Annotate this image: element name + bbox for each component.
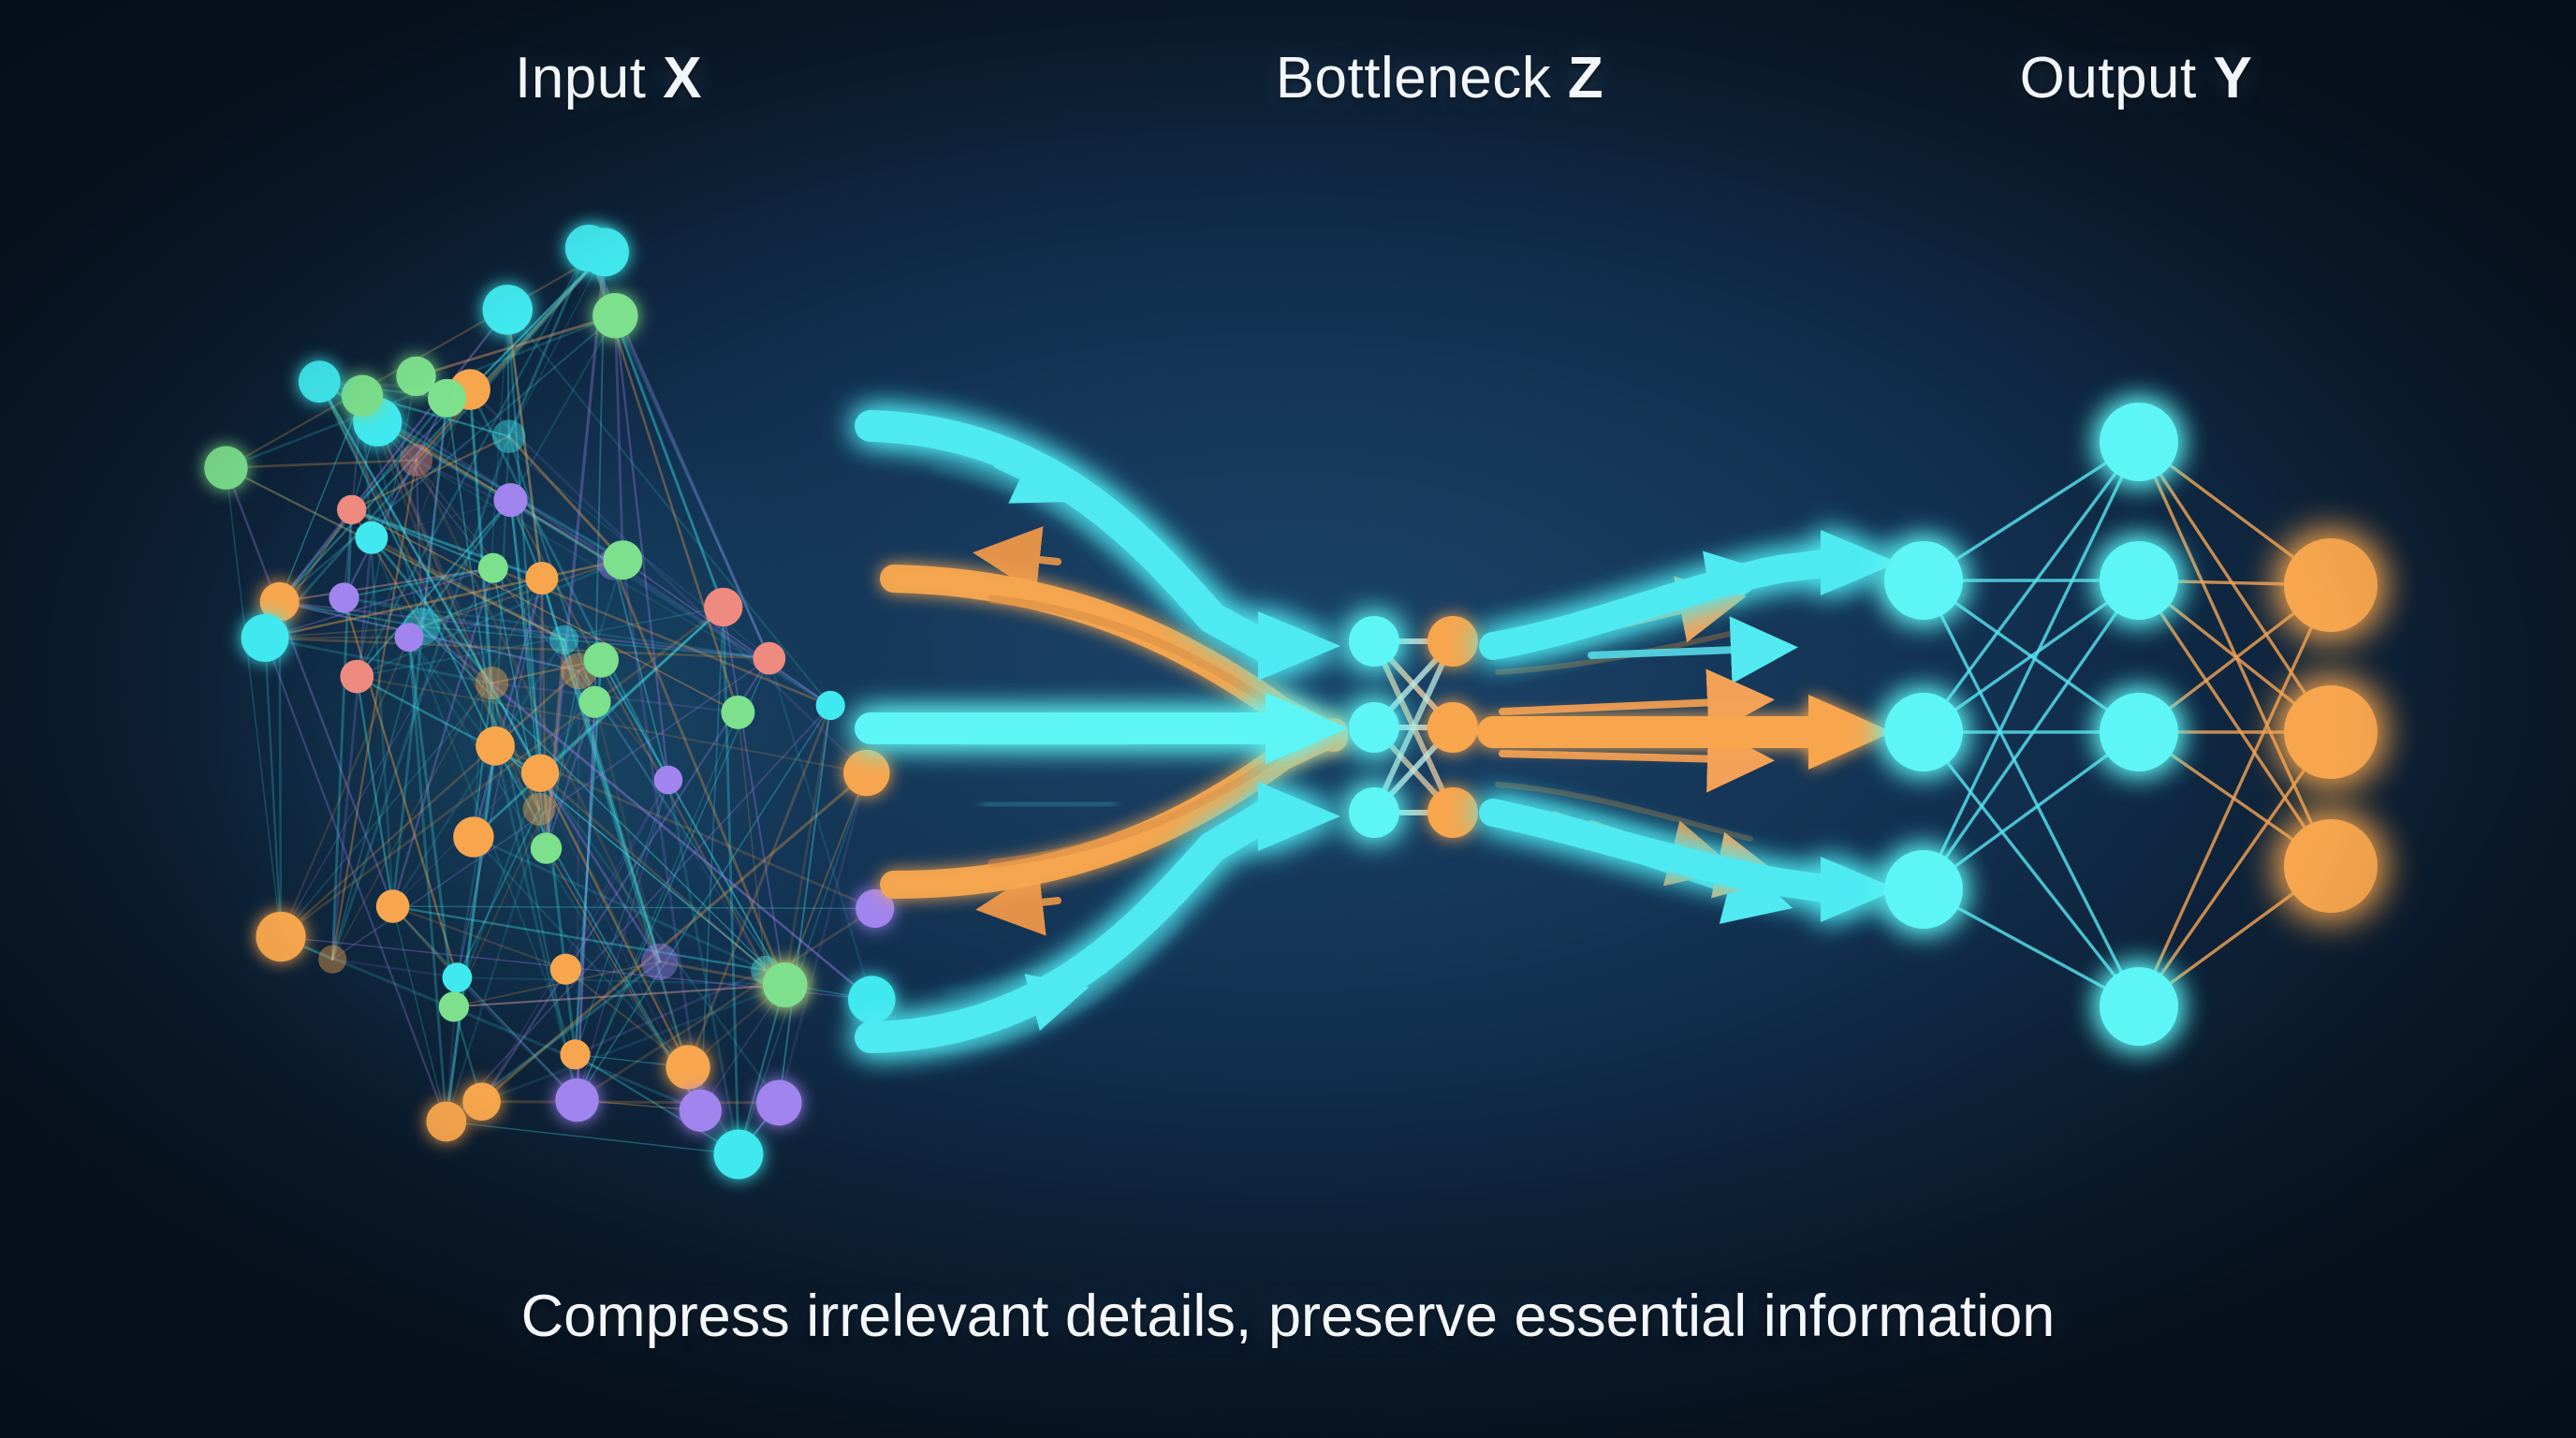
input-cloud-node	[477, 552, 508, 583]
flows-out-of-bottleneck	[1477, 530, 1898, 924]
cyan-out-arrow-top	[1479, 530, 1898, 660]
input-cloud-node	[204, 446, 248, 490]
output-node-cyan-layer1	[1884, 850, 1963, 929]
input-cloud-node	[241, 613, 289, 662]
input-cloud-node	[476, 726, 515, 766]
output-network-edge	[1922, 579, 2141, 1008]
input-cloud-node	[843, 749, 890, 797]
output-label-prefix: Output	[2019, 46, 2214, 110]
input-cloud-node	[756, 1079, 802, 1126]
output-node-cyan-layer2	[2100, 693, 2178, 771]
output-node-cyan-layer1	[1884, 693, 1963, 771]
output-network-edge	[2137, 440, 2333, 868]
input-label: Input X	[515, 45, 702, 111]
bottleneck-node-orange	[1427, 787, 1478, 838]
input-cloud-node	[578, 685, 611, 718]
input-cloud-node	[721, 695, 755, 729]
input-cloud-node	[522, 792, 556, 826]
input-label-symbol: X	[663, 46, 702, 110]
output-node-cyan-layer2	[2100, 541, 2178, 620]
input-cloud-node	[753, 641, 786, 675]
output-network-edge	[1922, 440, 2141, 891]
output-node-orange-layer3	[2284, 685, 2378, 779]
input-cloud-node	[375, 889, 410, 923]
input-label-prefix: Input	[515, 46, 664, 110]
input-cloud-node	[442, 962, 473, 993]
output-network-edge	[1922, 730, 2141, 891]
output-label-symbol: Y	[2213, 46, 2253, 110]
input-cloud-node	[593, 293, 638, 339]
figure-caption: Compress irrelevant details, preserve es…	[520, 1284, 2056, 1349]
cyan-flow-arrow-top	[855, 410, 1340, 681]
input-cloud-node	[453, 816, 494, 858]
input-cloud-node	[355, 521, 388, 554]
input-cloud-node	[704, 587, 743, 627]
output-network-edge	[2137, 583, 2333, 1008]
bottleneck-node-cyan	[1349, 787, 1399, 838]
input-cloud-edge	[480, 1100, 781, 1105]
input-cloud-node	[564, 225, 612, 271]
input-cloud-node	[318, 945, 347, 974]
input-cloud-node	[426, 1101, 467, 1142]
input-cloud-node	[462, 1082, 501, 1121]
input-cloud-node	[337, 494, 367, 525]
input-cloud-node	[475, 667, 509, 700]
input-cloud-node	[396, 356, 436, 397]
input-cloud-node	[713, 1129, 764, 1180]
bottleneck-node-orange	[1427, 616, 1478, 667]
output-node-orange-layer3	[2284, 819, 2378, 913]
output-node-cyan-layer2	[2100, 403, 2178, 481]
input-cloud-node	[666, 1045, 710, 1090]
input-cloud-node	[329, 582, 359, 613]
input-cloud-node	[679, 1089, 722, 1132]
bottleneck-node-orange	[1427, 702, 1478, 753]
input-cloud-node	[549, 624, 579, 655]
input-cloud-node	[400, 444, 433, 477]
input-cloud-node	[491, 419, 526, 453]
input-cloud-node	[298, 360, 341, 404]
input-cloud-node	[256, 911, 306, 962]
cyan-out-arrow-bottom	[1479, 799, 1898, 922]
input-cloud-node	[640, 943, 679, 981]
bottleneck-label: Bottleneck Z	[1276, 45, 1604, 111]
bottleneck-label-prefix: Bottleneck	[1275, 46, 1568, 110]
input-cloud-node	[815, 690, 845, 721]
input-cloud-node	[848, 976, 896, 1023]
input-cloud-node	[763, 962, 808, 1007]
bottleneck-label-symbol: Z	[1567, 46, 1604, 110]
input-cloud-node	[394, 623, 424, 653]
flows-into-bottleneck	[855, 410, 1348, 1053]
input-cloud-node	[549, 953, 582, 985]
input-cloud-node	[583, 642, 619, 678]
bottleneck-layer	[1349, 616, 1478, 838]
output-node-cyan-layer2	[2100, 967, 2178, 1046]
output-label: Output Y	[2020, 45, 2253, 111]
input-cloud-node	[530, 832, 563, 864]
input-cloud-node	[525, 562, 559, 595]
output-network-nodes	[1884, 403, 2378, 1046]
input-cloud-node	[341, 374, 384, 417]
input-cloud-node	[653, 765, 683, 795]
output-node-cyan-layer1	[1884, 541, 1963, 620]
input-cloud-node	[493, 483, 528, 518]
input-cloud-node	[560, 1039, 591, 1070]
input-cloud-node	[555, 1078, 599, 1123]
input-cloud-node	[520, 754, 560, 792]
input-cloud-node	[340, 659, 374, 694]
input-cloud-node	[603, 540, 643, 580]
input-cloud-node	[438, 991, 470, 1022]
bottleneck-node-cyan	[1349, 702, 1399, 753]
bottleneck-node-cyan	[1349, 616, 1399, 667]
output-node-orange-layer3	[2284, 538, 2378, 632]
input-cloud-node	[482, 285, 533, 335]
